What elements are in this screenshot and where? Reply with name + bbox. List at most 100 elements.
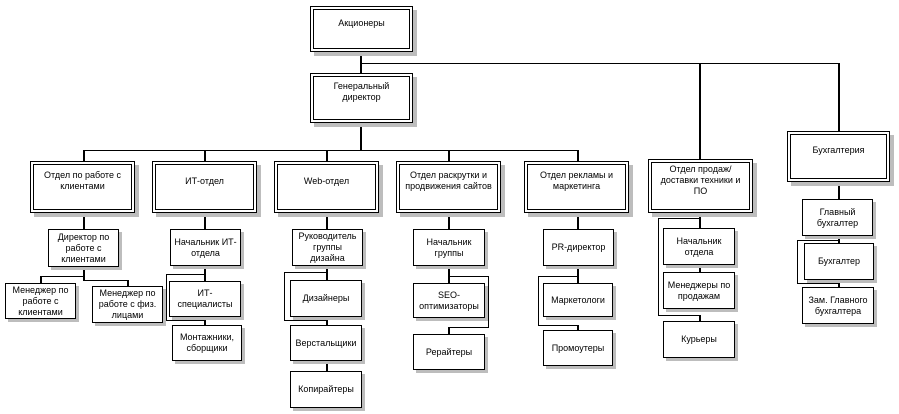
connector-line: [360, 123, 362, 150]
node-label: Руководитель группы дизайна: [298, 231, 357, 263]
connector-line: [448, 327, 450, 334]
node-copywriters[interactable]: Копирайтеры: [290, 371, 362, 408]
node-chief-accountant[interactable]: Главный бухгалтер: [802, 199, 873, 236]
connector-line: [284, 272, 285, 320]
connector-line: [838, 236, 840, 243]
connector-line: [797, 283, 839, 284]
node-label: Отдел по работе с клиентами: [44, 170, 121, 191]
node-label: ИТ-специалисты: [177, 288, 233, 309]
connector-line: [577, 213, 579, 229]
node-seo-optimizers[interactable]: SEO-оптимизаторы: [413, 283, 485, 318]
connector-line: [204, 150, 206, 161]
connector-line: [204, 317, 206, 325]
connector-line: [838, 63, 840, 131]
node-label: Курьеры: [681, 334, 717, 344]
node-label: SEO-оптимизаторы: [419, 289, 479, 311]
connector-line: [326, 361, 328, 371]
connector-line: [360, 52, 362, 73]
connector-line: [449, 327, 489, 328]
node-dept-promotion[interactable]: Отдел раскрутки и продвижения сайтов: [396, 161, 501, 213]
connector-line: [284, 272, 327, 273]
connector-line: [699, 63, 701, 159]
connector-line: [204, 213, 206, 229]
connector-line: [166, 320, 205, 321]
node-label: Рерайтеры: [425, 346, 473, 357]
node-label: Отдел рекламы и маркетинга: [539, 170, 614, 191]
node-head-group[interactable]: Начальник группы: [413, 229, 485, 266]
node-layout-coders[interactable]: Верстальщики: [290, 325, 362, 361]
connector-line: [838, 283, 840, 287]
node-head-design[interactable]: Руководитель группы дизайна: [292, 229, 363, 266]
node-label: Генеральный директор: [333, 81, 390, 102]
node-label: Начальник ИТ-отдела: [174, 236, 237, 258]
node-pr-director[interactable]: PR-директор: [543, 229, 614, 266]
connector-line: [448, 213, 450, 229]
connector-line: [166, 274, 205, 275]
node-label: PR-директор: [551, 242, 606, 252]
node-dept-it[interactable]: ИТ-отдел: [152, 161, 257, 213]
node-label: Бухгалтерия: [812, 145, 865, 155]
node-label: Начальник группы: [426, 236, 472, 258]
node-promoters[interactable]: Промоутеры: [543, 330, 613, 366]
connector-line: [326, 150, 328, 161]
node-deputy-chief-accountant[interactable]: Зам. Главного бухгалтера: [802, 287, 874, 324]
connector-line: [448, 150, 450, 161]
connector-line: [658, 315, 700, 316]
node-manager-individuals[interactable]: Менеджер по работе с физ. лицами: [92, 286, 163, 323]
connector-line: [449, 276, 489, 277]
node-shareholders[interactable]: Акционеры: [310, 6, 413, 52]
connector-line: [40, 276, 84, 277]
node-rewriters[interactable]: Рерайтеры: [413, 334, 485, 370]
node-head-it[interactable]: Начальник ИТ-отдела: [170, 229, 241, 266]
connector-line: [577, 325, 579, 330]
connector-line: [83, 150, 85, 161]
connector-line: [538, 325, 578, 326]
connector-line: [83, 267, 85, 281]
node-label: ИТ-отдел: [185, 175, 224, 186]
node-head-sales[interactable]: Начальник отдела: [663, 228, 735, 265]
node-dept-web[interactable]: Web-отдел: [274, 161, 379, 213]
node-label: Акционеры: [338, 17, 385, 28]
node-label: Монтажники, сборщики: [179, 332, 235, 353]
connector-line: [658, 218, 659, 315]
node-accounting[interactable]: Бухгалтерия: [787, 131, 890, 182]
node-marketers[interactable]: Маркетологи: [543, 283, 613, 317]
node-label: Главный бухгалтер: [816, 206, 859, 228]
node-designers[interactable]: Дизайнеры: [290, 280, 362, 317]
node-label: Отдел раскрутки и продвижения сайтов: [405, 170, 492, 191]
connector-line: [360, 63, 840, 64]
node-general-director[interactable]: Генеральный директор: [310, 73, 413, 123]
node-dept-marketing[interactable]: Отдел рекламы и маркетинга: [524, 161, 629, 213]
node-label: Маркетологи: [551, 294, 605, 305]
connector-line: [40, 276, 42, 283]
connector-line: [538, 276, 578, 277]
node-label: Промоутеры: [551, 342, 605, 353]
node-it-specialists[interactable]: ИТ-специалисты: [169, 281, 241, 317]
node-manager-clients[interactable]: Менеджер по работе с клиентами: [5, 283, 76, 319]
connector-line: [326, 317, 328, 325]
node-director-clients[interactable]: Директор по работе с клиентами: [48, 229, 119, 267]
connector-line: [83, 213, 85, 229]
node-label: Менеджер по работе с физ. лицами: [98, 288, 157, 320]
connector-line: [797, 240, 839, 241]
connector-line: [84, 280, 128, 281]
node-label: Начальник отдела: [676, 235, 722, 257]
node-label: Отдел продаж/доставки техники и ПО: [660, 163, 741, 196]
node-label: Менеджеры по продажам: [667, 279, 731, 301]
connector-line: [326, 266, 328, 280]
node-sales-managers[interactable]: Менеджеры по продажам: [663, 272, 735, 309]
connector-line: [699, 315, 701, 321]
node-couriers[interactable]: Курьеры: [663, 321, 735, 358]
node-dept-clients[interactable]: Отдел по работе с клиентами: [30, 161, 135, 213]
node-label: Копирайтеры: [298, 384, 354, 394]
connector-line: [127, 280, 129, 286]
node-label: Директор по работе с клиентами: [57, 231, 110, 264]
node-dept-sales[interactable]: Отдел продаж/доставки техники и ПО: [648, 159, 753, 213]
connector-line: [577, 266, 579, 283]
connector-line: [838, 182, 840, 199]
connector-line: [658, 218, 700, 219]
node-label: Web-отдел: [303, 175, 350, 186]
node-assemblers[interactable]: Монтажники, сборщики: [172, 325, 242, 361]
node-accountant[interactable]: Бухгалтер: [804, 243, 874, 280]
